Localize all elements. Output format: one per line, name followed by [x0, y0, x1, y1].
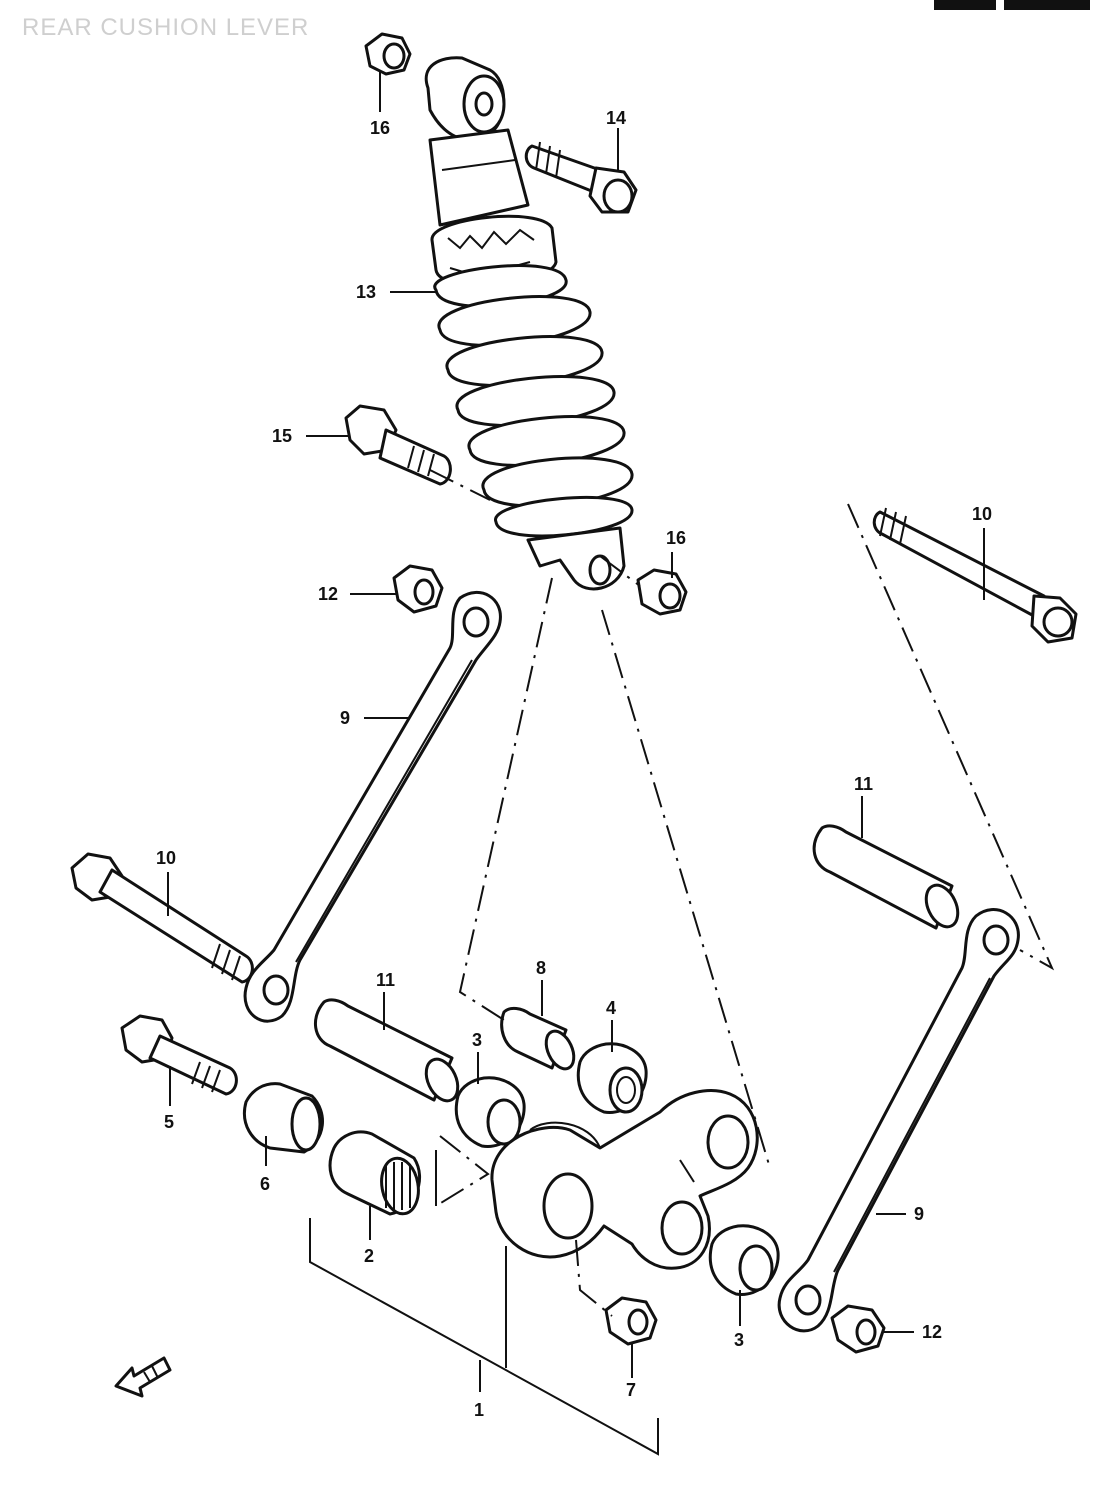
spacer-11-left[interactable] [314, 998, 464, 1106]
cushion-rod-9-right[interactable] [777, 908, 1020, 1333]
bolt-10-left[interactable] [70, 852, 254, 984]
bearing-3-upper[interactable] [454, 1076, 526, 1148]
assembly-center-lines [429, 469, 1055, 1317]
callout-labels: 16 14 13 15 12 16 10 9 11 10 11 8 4 3 5 … [156, 108, 992, 1420]
callout-6: 6 [260, 1174, 270, 1194]
callout-10-right: 10 [972, 504, 992, 524]
callout-9-left: 9 [340, 708, 350, 728]
callout-11-right: 11 [854, 774, 873, 794]
bolt-14[interactable] [524, 141, 638, 214]
callout-3-upper: 3 [472, 1030, 482, 1050]
callout-15: 15 [272, 426, 292, 446]
assembly-bracket-1 [309, 1218, 659, 1456]
corner-mark-right [1004, 0, 1090, 10]
callout-4: 4 [606, 998, 616, 1018]
spacer-6[interactable] [243, 1082, 324, 1154]
callout-5: 5 [164, 1112, 174, 1132]
callout-11-left: 11 [376, 970, 395, 990]
corner-mark-left [934, 0, 996, 10]
spacer-8[interactable] [500, 1006, 580, 1073]
front-direction-arrow-icon [114, 1356, 172, 1398]
callout-13: 13 [356, 282, 376, 302]
nut-12-left[interactable] [392, 564, 444, 614]
callout-7: 7 [626, 1380, 636, 1400]
bolt-5[interactable] [120, 1014, 238, 1096]
callout-3-lower: 3 [734, 1330, 744, 1350]
spacer-11-right[interactable] [812, 824, 964, 932]
leader-lines [167, 72, 985, 1378]
bearing-3-lower[interactable] [708, 1224, 780, 1296]
callout-8: 8 [536, 958, 546, 978]
callout-16-top: 16 [370, 118, 390, 138]
bolt-10-right[interactable] [872, 507, 1078, 644]
nut-7[interactable] [604, 1296, 658, 1346]
callout-14: 14 [606, 108, 626, 128]
nut-12-right[interactable] [830, 1304, 886, 1354]
rear-shock-absorber[interactable] [424, 56, 634, 591]
callout-9-right: 9 [914, 1204, 924, 1224]
nut-16-lower[interactable] [636, 568, 688, 616]
cushion-rod-9-left[interactable] [243, 591, 502, 1023]
callout-10-left: 10 [156, 848, 176, 868]
cushion-lever-1[interactable] [490, 1089, 759, 1270]
callout-12-left: 12 [318, 584, 338, 604]
callout-12-right: 12 [922, 1322, 942, 1342]
nut-16-top[interactable] [364, 32, 412, 76]
bearing-4[interactable] [576, 1042, 648, 1114]
needle-bearing-2[interactable] [328, 1130, 423, 1217]
callout-2: 2 [364, 1246, 374, 1266]
callout-16-lower: 16 [666, 528, 686, 548]
callout-1: 1 [474, 1400, 484, 1420]
page-title: REAR CUSHION LEVER [22, 14, 310, 41]
